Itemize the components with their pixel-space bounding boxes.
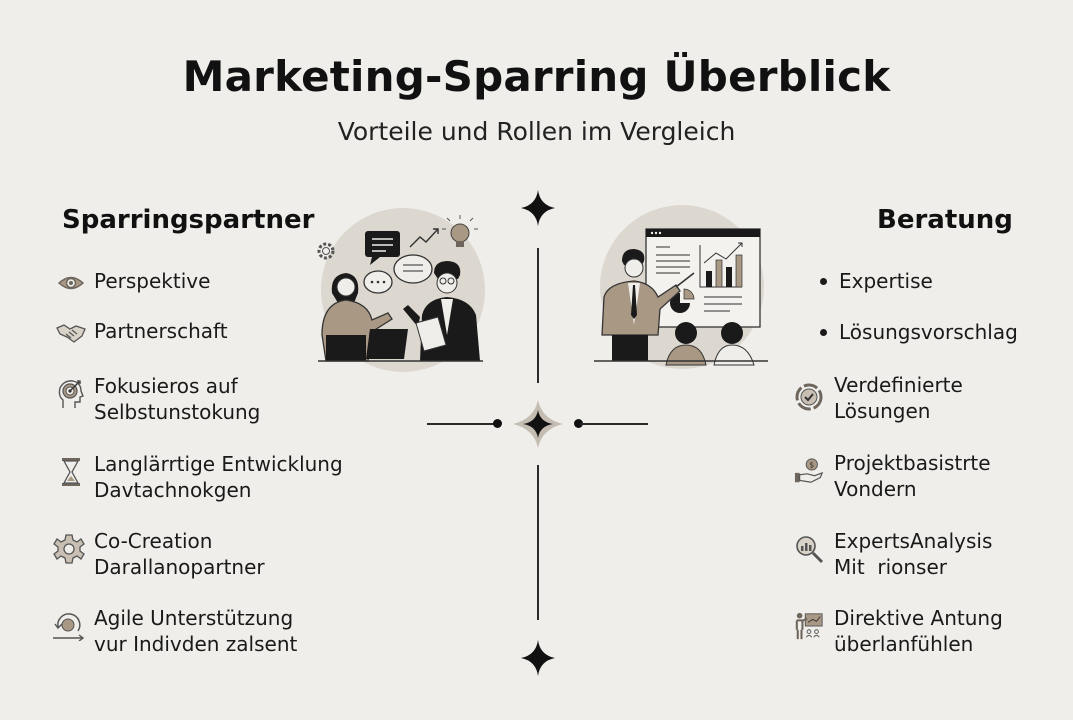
item-line: Agile Unterstützung [94, 606, 294, 630]
item-line: Lösungsvorschlag [839, 320, 1018, 344]
target-head-icon [56, 379, 86, 409]
divider-dot-left [493, 419, 502, 428]
horizontal-divider-right [580, 423, 648, 425]
handshake-icon [56, 318, 86, 348]
star-ornament-top [521, 190, 555, 226]
list-item-expertsanalysis: ExpertsAnalysis Mit rionser [794, 528, 992, 580]
item-line: Langlärrtige Entwicklung [94, 452, 343, 476]
presenter-icon [794, 611, 824, 641]
ellipsis-bubble-icon [363, 270, 393, 294]
item-line: Direktive Antung [834, 606, 1003, 630]
item-line: Fokusieros auf [94, 374, 238, 398]
agile-cycle-icon [52, 611, 86, 641]
item-line: Partnerschaft [94, 319, 228, 343]
list-item-projektbasiert: $ Projektbasistrte Vondern [794, 450, 991, 502]
item-line: Lösungen [834, 399, 931, 423]
list-item-agile: Agile Unterstützung vur Indivden zalsent [52, 605, 297, 657]
woman-figure [321, 273, 393, 362]
star-ornament-center [513, 400, 563, 448]
laptop-icon [366, 329, 408, 359]
list-item-fokus: Fokusieros auf Selbstunstokung [56, 373, 260, 425]
list-item-perspektive: Perspektive [56, 268, 210, 298]
item-line: Verdefinierte [834, 373, 963, 397]
svg-text:$: $ [809, 460, 814, 469]
check-badge-icon [794, 382, 824, 412]
presentation-illustration [594, 205, 768, 369]
horizontal-divider-left [427, 423, 497, 425]
presenter-figure [601, 249, 695, 361]
text-bubble-icon [393, 254, 433, 284]
magnifier-chart-icon [794, 534, 824, 564]
beratung-heading: Beratung [877, 205, 1013, 235]
list-item-verdefinierte: Verdefinierte Lösungen [794, 372, 963, 424]
item-line: überlanfühlen [834, 632, 974, 656]
speech-bubble-icon [365, 231, 400, 265]
man-figure [403, 261, 480, 361]
item-line: Selbstunstokung [94, 400, 261, 424]
hourglass-icon [56, 457, 86, 487]
money-hand-icon: $ [794, 456, 824, 486]
list-item-expertise: Expertise [820, 268, 933, 294]
item-line: Davtachnokgen [94, 478, 252, 502]
gear-icon [317, 242, 335, 260]
list-item-partnerschaft: Partnerschaft [56, 318, 228, 348]
item-line: Vondern [834, 477, 917, 501]
trend-arrow-icon [409, 228, 439, 248]
star-ornament-bottom [521, 640, 555, 676]
item-line: Co-Creation [94, 529, 213, 553]
sparringspartner-heading: Sparringspartner [62, 205, 315, 235]
bullet-icon [820, 278, 827, 285]
list-item-loesungsvorschlag: Lösungsvorschlag [820, 319, 1018, 345]
item-line: Projektbasistrte [834, 451, 991, 475]
item-line: ExpertsAnalysis [834, 529, 993, 553]
audience-figures [665, 322, 755, 366]
divider-dot-right [574, 419, 583, 428]
conversation-illustration [317, 208, 485, 372]
lightbulb-icon [442, 215, 478, 247]
item-line: Perspektive [94, 269, 211, 293]
presentation-board [645, 228, 761, 328]
list-item-entwicklung: Langlärrtige Entwicklung Davtachnokgen [56, 451, 343, 503]
item-line: Mit rionser [834, 555, 948, 579]
bullet-icon [820, 329, 827, 336]
vertical-divider-bottom [537, 465, 539, 620]
page-title: Marketing-Sparring Überblick [182, 52, 891, 101]
page-subtitle: Vorteile und Rollen im Vergleich [337, 117, 736, 146]
list-item-direktive: Direktive Antung überlanfühlen [794, 605, 1003, 657]
item-line: Expertise [839, 269, 933, 293]
vertical-divider-top [537, 248, 539, 383]
item-line: vur Indivden zalsent [94, 632, 298, 656]
eye-icon [56, 268, 86, 298]
list-item-cocreation: Co-Creation Darallanopartner [52, 528, 265, 580]
item-line: Darallanopartner [94, 555, 265, 579]
gear-icon [52, 534, 86, 564]
